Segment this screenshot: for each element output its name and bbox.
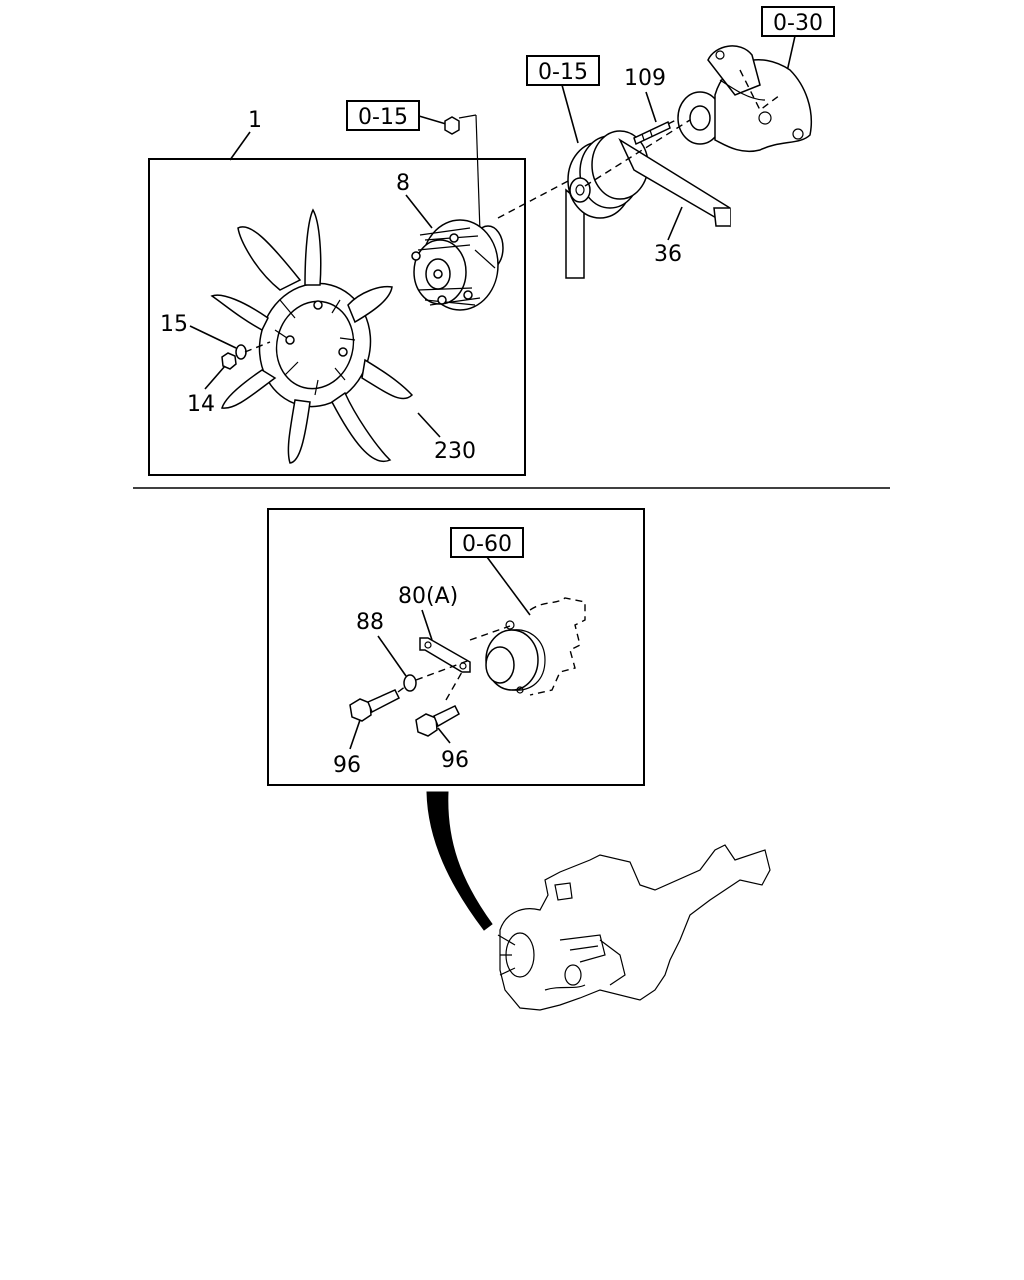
- callout-fan-clutch[interactable]: 8: [396, 171, 410, 196]
- gen-washer-icon: [403, 674, 417, 692]
- pulley: [565, 130, 649, 279]
- svg-text:0-30: 0-30: [773, 11, 823, 36]
- callout-nut[interactable]: 14: [187, 392, 215, 417]
- bolt-left: [349, 689, 401, 722]
- callout-washer[interactable]: 15: [160, 312, 188, 337]
- reference-box-generator[interactable]: 0-60: [450, 527, 524, 558]
- callout-bolt-lower[interactable]: 96: [333, 753, 361, 778]
- fan-assembly-frame: [148, 158, 526, 476]
- fan-blades: [210, 208, 414, 464]
- fan-clutch: [411, 219, 504, 311]
- bolt-right: [415, 705, 460, 737]
- svg-text:0-15: 0-15: [358, 105, 408, 130]
- callout-fan-assembly[interactable]: 1: [248, 108, 262, 133]
- generator-bracket-frame: [267, 508, 645, 786]
- nut-icon: [444, 116, 460, 135]
- reference-box-fan-nut[interactable]: 0-15: [346, 100, 420, 131]
- generator: [485, 597, 586, 696]
- callout-bolt-right[interactable]: 96: [441, 748, 469, 773]
- callout-stud[interactable]: 109: [624, 66, 666, 91]
- svg-text:0-60: 0-60: [462, 532, 512, 557]
- callout-fan[interactable]: 230: [434, 439, 476, 464]
- svg-text:0-15: 0-15: [538, 60, 588, 85]
- stud: [633, 120, 671, 146]
- v-belt: [618, 138, 731, 228]
- callout-v-belt[interactable]: 36: [654, 242, 682, 267]
- callout-bracket[interactable]: 80(A): [398, 584, 458, 609]
- reference-box-pulley[interactable]: 0-15: [526, 55, 600, 86]
- water-pump: [677, 45, 812, 152]
- location-arrow: [426, 791, 493, 931]
- nut-14-icon: [221, 352, 237, 370]
- engine-outline: [497, 844, 771, 1011]
- washer-icon: [235, 344, 247, 360]
- reference-box-water-pump[interactable]: 0-30: [761, 6, 835, 37]
- callout-gen-washer[interactable]: 88: [356, 610, 384, 635]
- bracket: [419, 637, 471, 673]
